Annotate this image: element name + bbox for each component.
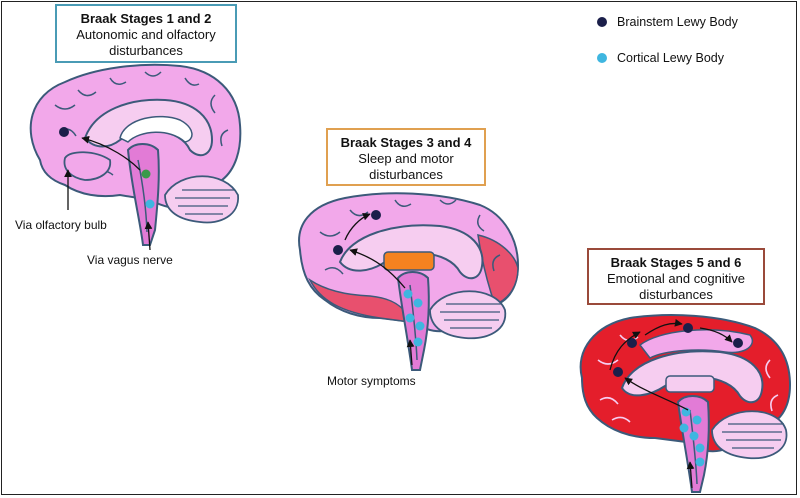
- stage-1-2-box: Braak Stages 1 and 2 Autonomic and olfac…: [55, 4, 237, 63]
- legend-brainstem: Brainstem Lewy Body: [597, 15, 738, 29]
- brainstem-lewy-body-icon: [597, 17, 607, 27]
- stage-3-4-description: Sleep and motor disturbances: [358, 151, 454, 182]
- stage-3-4-box: Braak Stages 3 and 4 Sleep and motor dis…: [326, 128, 486, 186]
- stage-5-6-description: Emotional and cognitive disturbances: [606, 271, 746, 302]
- legend-cortical: Cortical Lewy Body: [597, 51, 724, 65]
- legend-brainstem-label: Brainstem Lewy Body: [617, 15, 738, 29]
- motor-symptoms-label: Motor symptoms: [327, 374, 416, 388]
- stage-1-2-description: Autonomic and olfactory disturbances: [76, 27, 216, 58]
- via-olfactory-bulb-label: Via olfactory bulb: [15, 218, 107, 232]
- cortical-lewy-body-icon: [597, 53, 607, 63]
- stage-5-6-box: Braak Stages 5 and 6 Emotional and cogni…: [587, 248, 765, 305]
- stage-3-4-title: Braak Stages 3 and 4: [340, 135, 472, 150]
- via-vagus-nerve-label: Via vagus nerve: [87, 253, 173, 267]
- stage-1-2-title: Braak Stages 1 and 2: [80, 11, 212, 26]
- stage-5-6-title: Braak Stages 5 and 6: [610, 255, 742, 270]
- legend-cortical-label: Cortical Lewy Body: [617, 51, 724, 65]
